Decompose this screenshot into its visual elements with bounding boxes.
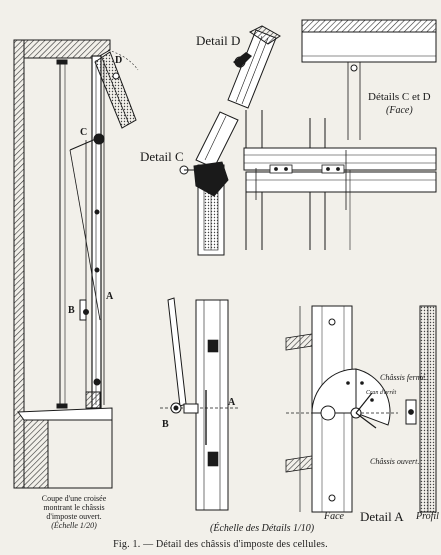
detail-cd-sub-label: (Face)	[386, 105, 413, 116]
left-caption-line2: montrant le châssis	[43, 503, 105, 512]
detail-c-drawing	[179, 111, 239, 256]
figure-caption: Fig. 1. — Détail des châssis d'imposte d…	[113, 539, 328, 550]
detail-d-label: Detail D	[196, 33, 241, 48]
left-caption: Coupe d'une croisée montrant le châssis …	[14, 494, 134, 530]
profil-label: Profil	[416, 511, 439, 522]
detail-a-profil-drawing	[405, 305, 437, 513]
left-caption-line3: d'imposte ouvert.	[46, 512, 102, 521]
detail-handle-drawing	[160, 297, 238, 511]
detail-c-label: Detail C	[140, 149, 184, 164]
left-caption-line4: (Échelle 1/20)	[51, 521, 97, 530]
label-a-main: A	[106, 291, 114, 302]
chassis-ouvert-label: Châssis ouvert.	[370, 457, 420, 466]
label-a-detail: A	[228, 397, 236, 408]
detail-cd-label: Détails C et D	[368, 91, 431, 103]
window-jamb	[91, 55, 102, 409]
label-b-main: B	[68, 305, 75, 316]
detail-a-face-drawing	[285, 305, 398, 513]
detail-d-drawing	[227, 25, 281, 109]
chassis-ferme-label: Châssis fermé.	[380, 373, 428, 382]
wall-lower-hatch	[23, 419, 49, 489]
detail-scale-label: (Échelle des Détails 1/10)	[210, 523, 315, 534]
connecting-rod	[69, 137, 99, 151]
lintel	[23, 39, 111, 59]
face-label: Face	[324, 511, 344, 522]
label-b-detail: B	[162, 419, 169, 430]
detail-cd-face-drawing	[243, 19, 437, 250]
label-d-main: D	[115, 55, 123, 66]
label-c-main: C	[80, 127, 88, 138]
left-caption-line1: Coupe d'une croisée	[41, 494, 107, 503]
cran-arret-label: Cran d'arrêt	[366, 390, 397, 396]
wall-left-hatch	[13, 39, 25, 489]
detail-a-label: Detail A	[360, 509, 404, 524]
window-sill	[17, 407, 113, 421]
window-cross-section	[13, 39, 139, 489]
